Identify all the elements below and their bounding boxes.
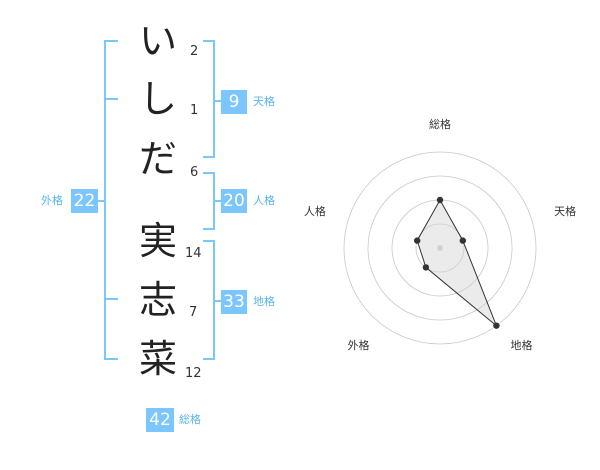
gaikaku-bracket-mid-tick-2: [104, 298, 118, 300]
radar-axis-label-2: 天格: [554, 204, 576, 218]
gaikaku-bracket: [104, 40, 118, 360]
jinkaku-bracket-connector: [214, 200, 222, 202]
stroke-count-5: 7: [189, 305, 198, 320]
chikaku-label: 地格: [253, 295, 275, 308]
radar-series-polygon: [416, 198, 497, 327]
gaikaku-value-badge: 22: [71, 189, 98, 213]
radar-center: [437, 245, 443, 251]
radar-axis-label-4: 外格: [348, 338, 370, 352]
stroke-count-4: 14: [185, 246, 202, 261]
name-char-3: だ: [138, 137, 177, 181]
gaikaku-label: 外格: [41, 194, 63, 207]
radar-axis-label-1: 総格: [429, 117, 451, 131]
radar-point-2: [459, 237, 467, 244]
tenkaku-bracket-connector: [214, 100, 222, 102]
stroke-count-1: 2: [190, 44, 199, 59]
name-char-4: 実: [138, 219, 177, 263]
jinkaku-value-badge: 20: [221, 189, 247, 213]
jinkaku-label: 人格: [253, 194, 275, 207]
radar-point-3: [493, 322, 500, 329]
radar-point-4: [422, 264, 430, 271]
radar-axis-label-3: 地格: [511, 338, 533, 352]
name-char-6: 菜: [138, 337, 177, 381]
tenkaku-label: 天格: [253, 95, 275, 108]
stroke-count-6: 12: [185, 366, 202, 381]
tenkaku-bracket: [203, 40, 215, 158]
stroke-count-2: 1: [190, 103, 199, 118]
radar-ring-1: [415, 223, 465, 273]
gaikaku-bracket-mid-tick: [104, 98, 118, 100]
chikaku-value-badge: 33: [221, 290, 247, 314]
name-char-5: 志: [138, 278, 177, 322]
gaikaku-bracket-connector: [96, 200, 106, 202]
soukaku-label: 総格: [179, 413, 201, 426]
name-char-2: し: [138, 77, 177, 121]
radar-axis-label-5: 人格: [304, 204, 326, 218]
tenkaku-value-badge: 9: [221, 90, 247, 114]
stroke-count-3: 6: [190, 165, 199, 180]
radar-point-5: [413, 237, 421, 244]
chikaku-bracket-connector: [214, 300, 222, 302]
radar-ring-4: [343, 151, 537, 345]
radar-ring-3: [367, 175, 513, 321]
radar-point-1: [436, 196, 444, 204]
soukaku-value-badge: 42: [146, 408, 174, 432]
name-char-1: い: [138, 19, 177, 63]
